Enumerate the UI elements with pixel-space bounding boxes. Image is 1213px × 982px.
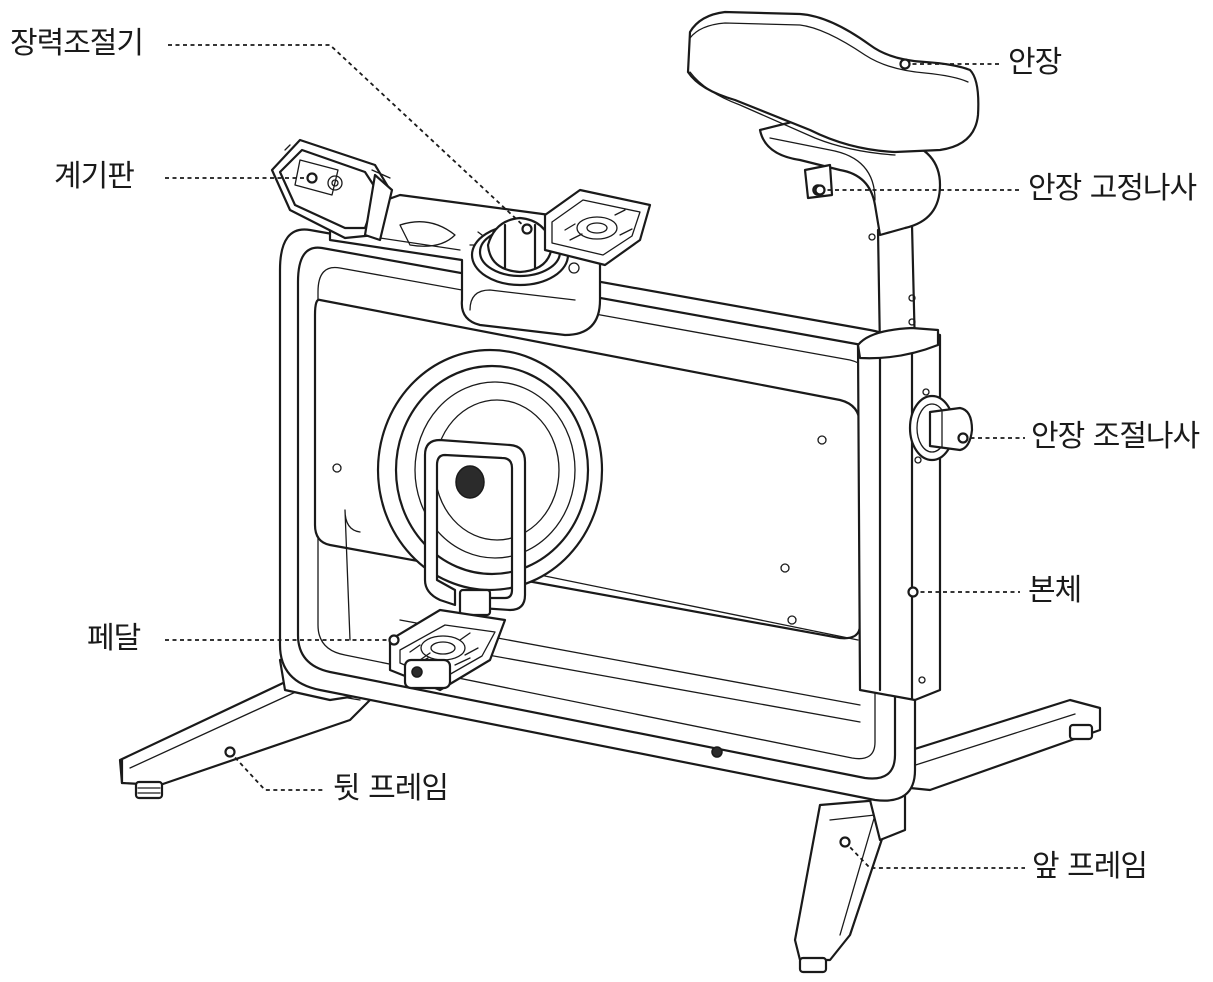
label-rear-frame: 뒷 프레임 <box>333 771 449 806</box>
label-saddle: 안장 <box>1008 45 1062 80</box>
seat-adjust-knob-drawing <box>908 394 974 462</box>
label-pedal: 페달 <box>87 621 141 656</box>
label-tension-knob: 장력조절기 <box>10 26 144 61</box>
callout-dots <box>224 58 969 848</box>
label-saddle-fix-screw: 안장 고정나사 <box>1028 171 1197 206</box>
label-front-frame: 앞 프레임 <box>1032 849 1148 884</box>
label-body: 본체 <box>1028 573 1082 608</box>
saddle-drawing <box>686 10 980 241</box>
right-pedal-drawing <box>543 188 652 267</box>
pedal-drawing <box>388 608 507 692</box>
seat-column-drawing <box>856 223 942 702</box>
leader-lines <box>165 44 1025 869</box>
label-console: 계기판 <box>54 159 135 194</box>
console-drawing <box>270 138 394 242</box>
flywheel-drawing <box>376 348 604 592</box>
crank-drawing <box>423 438 527 617</box>
front-frame-drawing <box>793 698 1102 974</box>
label-saddle-adjust-screw: 안장 조절나사 <box>1031 419 1200 454</box>
